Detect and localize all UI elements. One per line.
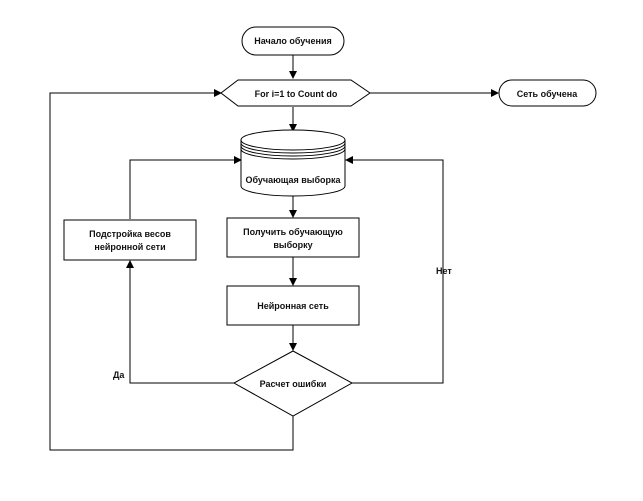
adjust-label-line1: Подстройка весов <box>89 229 171 239</box>
error-label: Расчет ошибки <box>260 379 327 389</box>
get-sample-label-line2: выборку <box>273 240 312 250</box>
adjust-label-line2: нейронной сети <box>94 242 165 252</box>
adjust-weights-box: Подстройка весов нейронной сети <box>63 219 197 261</box>
arrow-adjust-to-dataset <box>129 156 242 219</box>
yes-label: Да <box>113 370 125 380</box>
loop-label: For i=1 to Count do <box>255 89 338 99</box>
end-label: Сеть обучена <box>517 89 578 99</box>
start-terminator: Начало обучения <box>241 26 345 56</box>
get-sample-label-line1: Получить обучающую <box>243 227 343 237</box>
arrow-no-to-dataset <box>345 156 444 384</box>
neural-net-box: Нейронная сеть <box>226 285 360 326</box>
connectors <box>49 55 499 451</box>
dataset-label: Обучающая выборка <box>245 175 341 185</box>
get-sample-box: Получить обучающую выборку <box>226 217 360 258</box>
error-decision: Расчет ошибки <box>232 350 354 417</box>
neural-net-label: Нейронная сеть <box>257 301 329 311</box>
loop-hexagon: For i=1 to Count do <box>220 79 371 107</box>
arrow-yes-to-adjust <box>126 260 234 384</box>
no-label: Нет <box>436 266 452 276</box>
start-label: Начало обучения <box>254 36 332 46</box>
dataset-database-icon: Обучающая выборка <box>240 129 346 197</box>
end-terminator: Сеть обучена <box>498 79 597 107</box>
arrow-loopback-to-loop <box>49 89 294 451</box>
